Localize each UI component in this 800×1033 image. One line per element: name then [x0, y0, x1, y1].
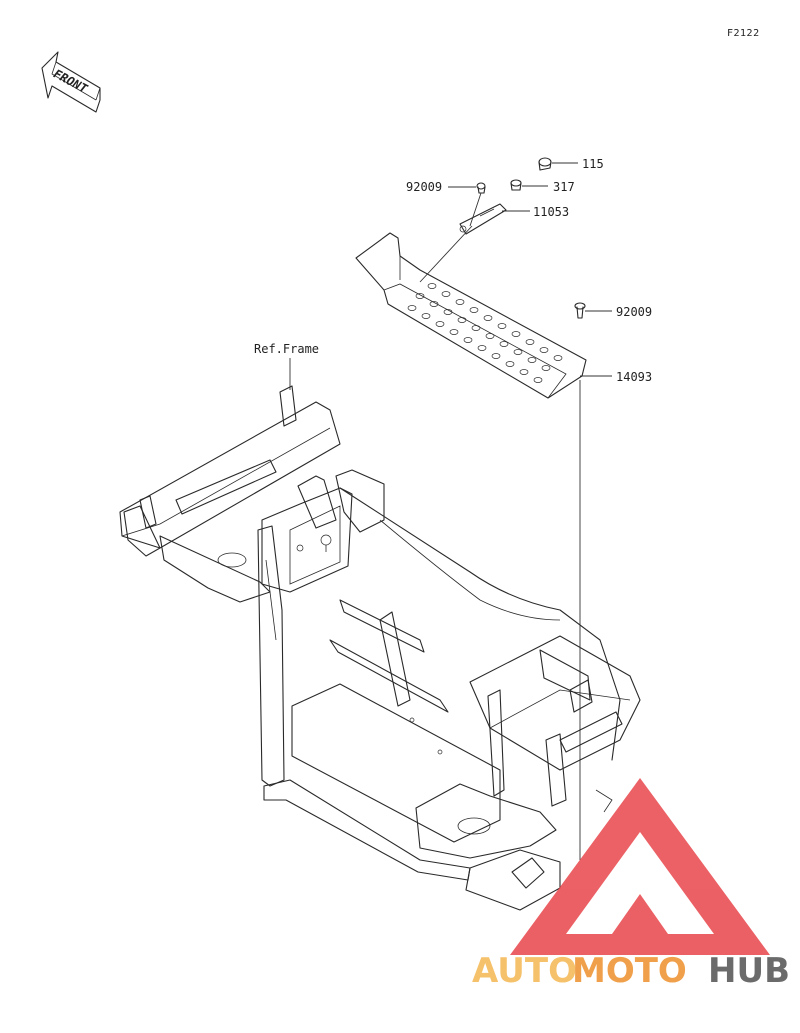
watermark-text-moto: MOTO [572, 951, 687, 991]
callout-115[interactable]: 115 [552, 157, 604, 171]
watermark-text-auto: AUTO [472, 951, 577, 991]
screw-115-icon[interactable] [538, 157, 552, 171]
diagram-code: F2122 [727, 28, 760, 39]
callout-115-number: 115 [582, 157, 604, 171]
collar-317-icon[interactable] [510, 179, 522, 191]
bolt-92009-top-icon[interactable] [476, 182, 486, 194]
vehicle-frame [119, 385, 641, 911]
floor-plate-14093[interactable] [355, 232, 587, 399]
callout-14093[interactable]: 14093 [579, 370, 652, 860]
bracket-11053-icon[interactable] [459, 203, 507, 235]
callout-92009-bolt-right[interactable]: 92009 [585, 305, 652, 319]
watermark-text: AUTO MOTO HUB [472, 951, 790, 991]
front-arrow-icon: FRONT [41, 51, 101, 113]
callout-14093-number: 14093 [616, 370, 652, 384]
watermark-text-hub: HUB [708, 951, 790, 991]
bolt-92009-right-icon[interactable] [574, 302, 586, 319]
callout-317-number: 317 [553, 180, 575, 194]
callout-92009-bolt-top[interactable]: 92009 [406, 180, 476, 194]
watermark-logo [510, 778, 770, 955]
callout-92009-top-number: 92009 [406, 180, 442, 194]
callout-11053[interactable]: 11053 [502, 205, 569, 219]
callout-317[interactable]: 317 [522, 180, 575, 194]
callout-92009-right-number: 92009 [616, 305, 652, 319]
front-arrow-label: FRONT [50, 67, 91, 95]
ref-frame-label: Ref.Frame [254, 342, 319, 356]
plate-holes [407, 283, 563, 383]
callout-11053-number: 11053 [533, 205, 569, 219]
